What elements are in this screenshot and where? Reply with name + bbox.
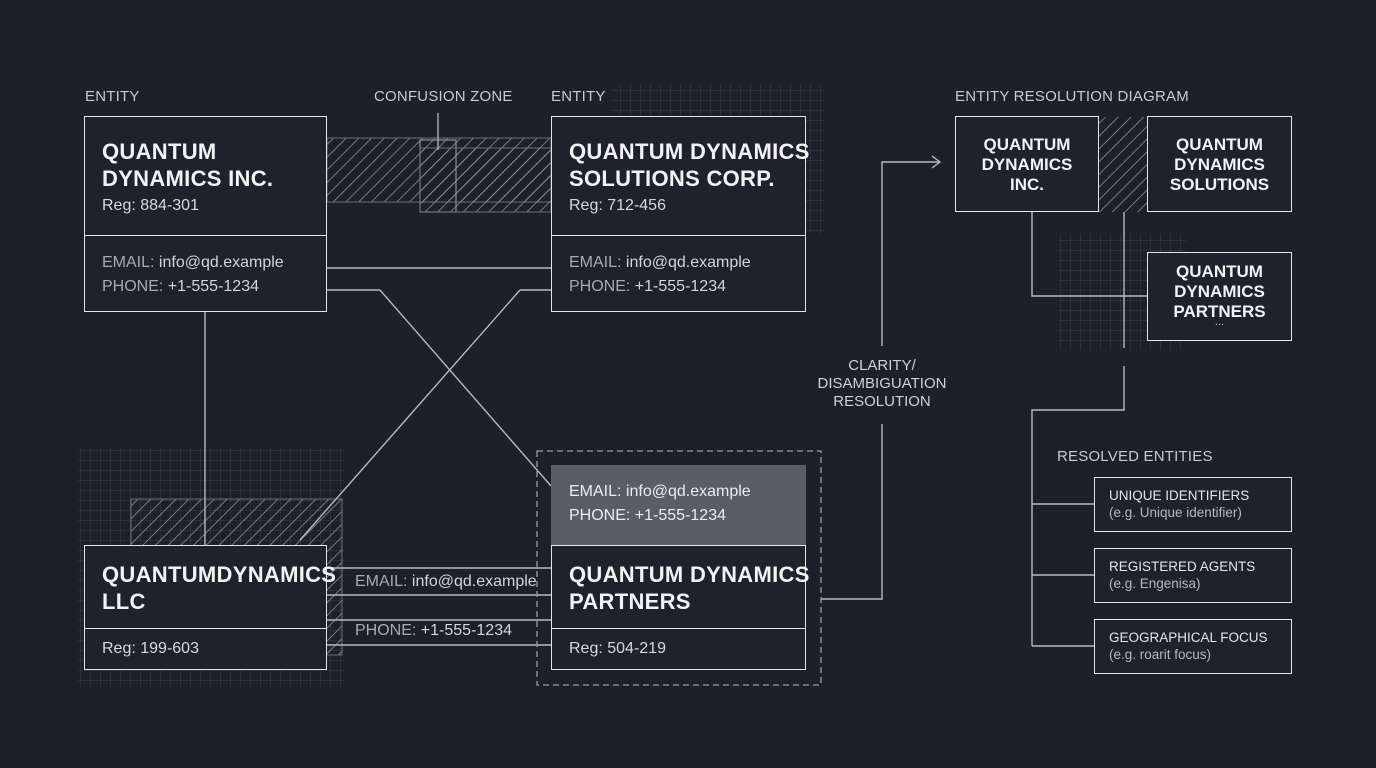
resolution-box-solutions[interactable]: QUANTUM DYNAMICS SOLUTIONS xyxy=(1147,116,1292,212)
resolution-box-inc[interactable]: QUANTUM DYNAMICS INC. xyxy=(955,116,1099,212)
resolution-diagram-label: ENTITY RESOLUTION DIAGRAM xyxy=(955,88,1189,105)
entity-label-left: ENTITY xyxy=(85,88,140,105)
connector-lines xyxy=(204,155,1148,647)
entity-email: EMAIL: info@qd.example xyxy=(569,254,751,271)
resolved-entities-label: RESOLVED ENTITIES xyxy=(1057,448,1213,465)
partners-email: EMAIL: info@qd.example xyxy=(569,483,751,500)
resolved-geographical-focus[interactable]: GEOGRAPHICAL FOCUS (e.g. roarit focus) xyxy=(1094,619,1292,674)
entity-title: QUANTUM DYNAMICS PARTNERS xyxy=(569,562,810,614)
partners-highlight xyxy=(551,465,806,545)
ellipsis: ... xyxy=(1214,316,1225,328)
resolved-unique-identifiers[interactable]: UNIQUE IDENTIFIERS (e.g. Unique identifi… xyxy=(1094,477,1292,532)
entity-reg: Reg: 884-301 xyxy=(102,197,199,214)
resolution-box-partners[interactable]: QUANTUM DYNAMICS PARTNERS ... xyxy=(1147,252,1292,341)
clarity-label: CLARITY/ DISAMBIGUATION RESOLUTION xyxy=(817,357,947,410)
entity-title: QUANTUM DYNAMICS SOLUTIONS CORP. xyxy=(569,139,810,191)
partners-dashed-outline xyxy=(536,450,822,686)
resolution-hatch xyxy=(1099,117,1147,212)
shared-phone: PHONE: +1-555-1234 xyxy=(355,622,512,639)
entity-reg: Reg: 712-456 xyxy=(569,197,666,214)
entity-label-right: ENTITY xyxy=(551,88,606,105)
entity-card-inc[interactable]: QUANTUM DYNAMICS INC. Reg: 884-301 EMAIL… xyxy=(84,116,327,312)
entity-title: QUANTUM DYNAMICS INC. xyxy=(102,139,274,191)
entity-title: QUANTUMDYNAMICS LLC xyxy=(102,562,337,614)
confusion-zone-label: CONFUSION ZONE xyxy=(374,88,513,105)
confusion-hatch-top-right xyxy=(419,147,552,213)
entity-phone: PHONE: +1-555-1234 xyxy=(569,278,726,295)
resolved-registered-agents[interactable]: REGISTERED AGENTS (e.g. Engenisa) xyxy=(1094,548,1292,603)
entity-card-llc[interactable]: QUANTUMDYNAMICS LLC Reg: 199-603 xyxy=(84,545,336,670)
entity-reg: Reg: 504-219 xyxy=(569,640,666,657)
entity-phone: PHONE: +1-555-1234 xyxy=(102,278,259,295)
entity-reg: Reg: 199-603 xyxy=(102,640,199,657)
entity-card-corp[interactable]: QUANTUM DYNAMICS SOLUTIONS CORP. Reg: 71… xyxy=(551,116,809,312)
entity-email: EMAIL: info@qd.example xyxy=(102,254,284,271)
shared-email: EMAIL: info@qd.example xyxy=(355,573,537,590)
partners-phone: PHONE: +1-555-1234 xyxy=(569,507,726,524)
entity-card-partners[interactable]: QUANTUM DYNAMICS PARTNERS Reg: 504-219 xyxy=(551,545,809,670)
